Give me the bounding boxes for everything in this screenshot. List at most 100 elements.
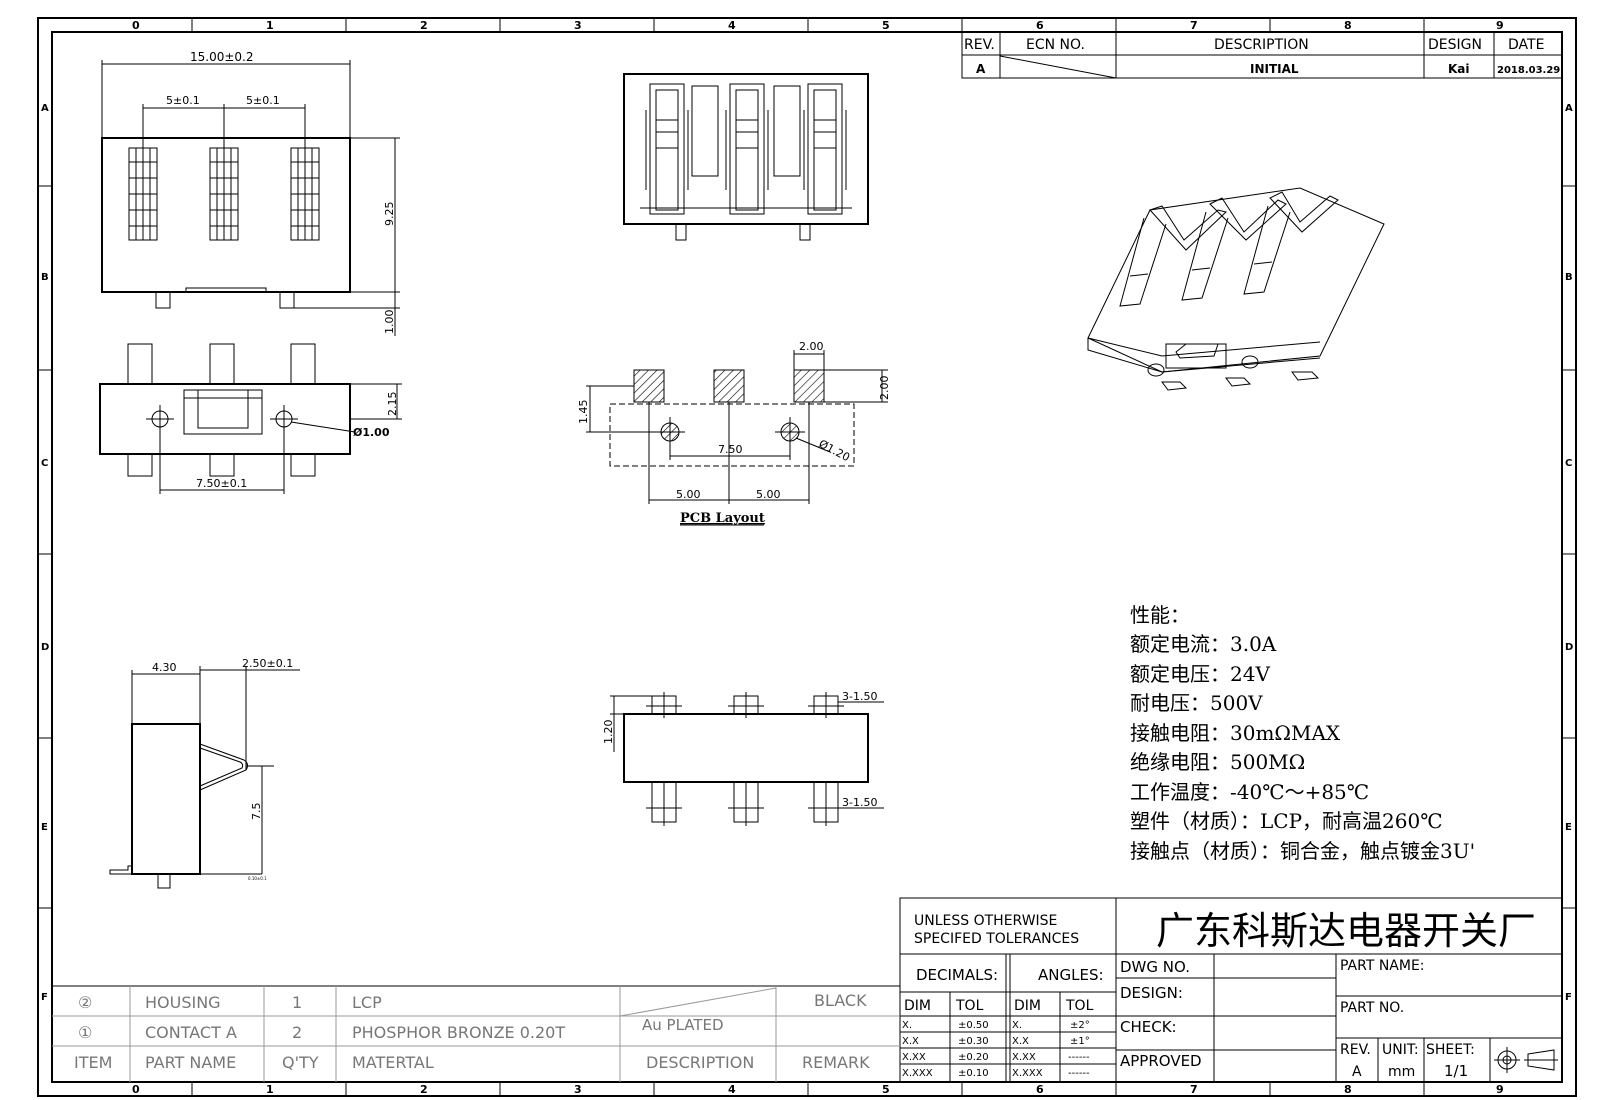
dim-pcb-pad-w: 2.00 — [799, 340, 824, 353]
tol-row-dim: X.XXX — [902, 1068, 933, 1079]
grid-row-b-right: B — [1565, 272, 1573, 283]
grid-row-f-right: F — [1565, 992, 1572, 1003]
angle-row-dim: X.XX — [1012, 1052, 1036, 1063]
dim-header-2: DIM — [1014, 998, 1041, 1014]
grid-row-a: A — [41, 103, 49, 114]
bom-header-material: MATERTAL — [352, 1053, 434, 1072]
grid-col-4-bottom: 4 — [728, 1083, 736, 1096]
bom-header-name: PART NAME — [145, 1053, 236, 1072]
pcb-layout: 2.00 2.00 1.45 7.50 Ø1.20 5.00 5.00 PCB … — [577, 340, 891, 526]
side-view: 0.10±0.1 4.30 2.50±0.1 7.5 — [109, 657, 300, 889]
front-view: 15.00±0.2 5±0.1 5±0.1 9.25 1.00 — [101, 50, 400, 336]
dim-bottom-offset: 2.15 — [386, 392, 399, 417]
grid-row-d: D — [41, 642, 49, 653]
date-value: 2018.03.29 — [1497, 65, 1560, 76]
dim-pcb-pitch-left: 5.00 — [676, 488, 701, 501]
design-label: DESIGN: — [1120, 984, 1183, 1002]
grid-col-3-bottom: 3 — [574, 1083, 582, 1096]
specs-title: 性能： — [1130, 603, 1190, 627]
tol-header-1: TOL — [955, 998, 984, 1014]
grid-columns-top: 0 1 2 3 4 5 6 7 8 9 — [132, 18, 1504, 32]
spec-line: 接触点（材质）：铜合金，触点镀金3U' — [1130, 839, 1475, 863]
revision-table: REV. ECN NO. DESCRIPTION DESIGN DATE A I… — [961, 31, 1563, 79]
spec-line: 绝缘电阻：500MΩ — [1130, 750, 1305, 774]
dim-side-depth: 4.30 — [152, 661, 177, 674]
angle-row-value: ±1° — [1070, 1036, 1090, 1047]
spec-line: 接触电阻：30mΩMAX — [1130, 721, 1341, 745]
top-contact-2 — [725, 83, 769, 215]
part-no-label: PART NO. — [1340, 1000, 1404, 1016]
bom-name: CONTACT A — [145, 1023, 237, 1042]
bom-table: ② HOUSING 1 LCP BLACK ① CONTACT A 2 PHOS… — [51, 985, 901, 1083]
bom-description: Au PLATED — [642, 1016, 724, 1034]
bom-item: ② — [78, 993, 92, 1012]
dim-pcb-offset: 1.45 — [577, 400, 590, 425]
angle-row-dim: X.XXX — [1012, 1068, 1043, 1079]
dim-base-height: 1.20 — [602, 720, 615, 745]
grid-row-e: E — [41, 822, 48, 833]
grid-row-a-right: A — [1565, 103, 1573, 114]
rev-value-tb: A — [1352, 1064, 1362, 1080]
dim-pcb-hole: Ø1.20 — [817, 437, 852, 464]
isometric-view — [1087, 187, 1385, 391]
grid-col-2-bottom: 2 — [420, 1083, 428, 1096]
design-value: Kai — [1448, 62, 1470, 76]
dim-front-pitch-left: 5±0.1 — [166, 94, 200, 107]
tolerance-note-2: SPECIFED TOLERANCES — [914, 931, 1079, 947]
description-header: DESCRIPTION — [1214, 37, 1309, 53]
rev-label: REV. — [1340, 1042, 1371, 1058]
grid-row-c-right: C — [1565, 458, 1572, 469]
spec-line: 耐电压：500V — [1130, 691, 1263, 715]
sheet-label: SHEET: — [1426, 1042, 1475, 1058]
bom-name: HOUSING — [145, 993, 221, 1012]
tol-row-dim: X.XX — [902, 1052, 926, 1063]
tol-row-value: ±0.50 — [958, 1020, 989, 1031]
front-slot-3 — [290, 147, 320, 241]
grid-col-8: 8 — [1344, 19, 1352, 32]
bom-header-item: ITEM — [74, 1053, 112, 1072]
grid-col-7-bottom: 7 — [1190, 1083, 1198, 1096]
unit-value: mm — [1388, 1064, 1415, 1080]
top-contact-3 — [799, 83, 847, 241]
dim-side-contact: 2.50±0.1 — [242, 657, 293, 670]
dim-front-width: 15.00±0.2 — [190, 50, 254, 64]
angle-row-value: ------ — [1068, 1052, 1090, 1063]
company-name: 广东科斯达电器开关厂 — [1156, 909, 1536, 953]
dim-bottom-hole: Ø1.00 — [353, 426, 390, 439]
dim-pcb-hole-spacing: 7.50 — [718, 443, 743, 456]
grid-col-5: 5 — [882, 19, 890, 32]
dim-pcb-pitch-right: 5.00 — [756, 488, 781, 501]
check-label: CHECK: — [1120, 1018, 1177, 1036]
grid-col-6-bottom: 6 — [1036, 1083, 1044, 1096]
angle-row-dim: X.X — [1012, 1036, 1029, 1047]
dim-bottom-spacing: 7.50±0.1 — [196, 477, 247, 490]
rev-header: REV. — [964, 37, 995, 53]
design-header: DESIGN — [1428, 37, 1482, 53]
dim-side-tab: 0.10±0.1 — [248, 876, 267, 881]
rev-value: A — [976, 62, 986, 76]
grid-col-9-bottom: 9 — [1496, 1083, 1504, 1096]
performance-specs: 性能： 额定电流：3.0A 额定电压：24V 耐电压：500V 接触电阻：30m… — [1130, 603, 1475, 863]
unit-label: UNIT: — [1382, 1042, 1419, 1058]
bom-qty: 2 — [292, 1023, 302, 1042]
grid-col-8-bottom: 8 — [1344, 1083, 1352, 1096]
date-header: DATE — [1508, 37, 1544, 53]
dim-front-foot: 1.00 — [383, 310, 396, 335]
grid-col-2: 2 — [420, 19, 428, 32]
dim-front-pitch-right: 5±0.1 — [246, 94, 280, 107]
grid-col-6: 6 — [1036, 19, 1044, 32]
tol-row-value: ±0.20 — [958, 1052, 989, 1063]
grid-rows: A B C D E F A B C D E F — [38, 103, 1576, 1003]
grid-row-b: B — [41, 272, 49, 283]
grid-row-e-right: E — [1565, 822, 1572, 833]
tol-row-dim: X. — [902, 1020, 912, 1031]
dim-header-1: DIM — [904, 998, 931, 1014]
angles-label: ANGLES: — [1038, 966, 1104, 984]
bottom-view: Ø1.00 2.15 7.50±0.1 — [99, 343, 402, 494]
bom-header-description: DESCRIPTION — [646, 1053, 754, 1072]
decimals-label: DECIMALS: — [916, 966, 998, 984]
grid-row-c: C — [41, 458, 48, 469]
dim-front-height: 9.25 — [383, 202, 396, 227]
approved-label: APPROVED — [1120, 1052, 1202, 1070]
